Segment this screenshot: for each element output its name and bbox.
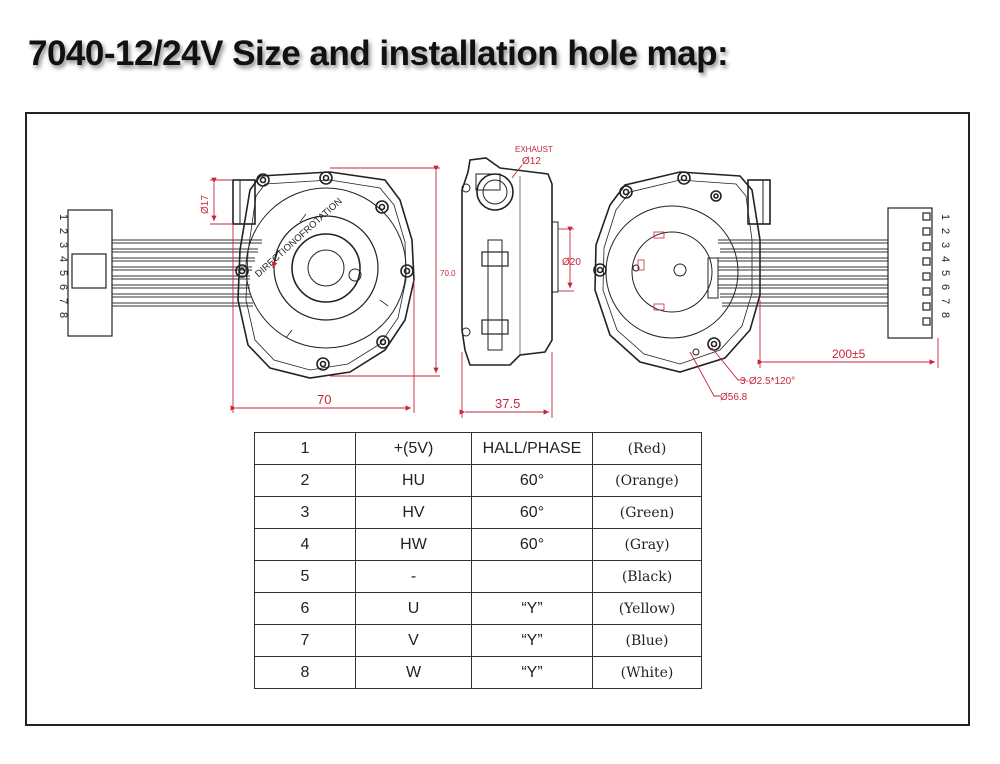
signal-cell: - xyxy=(355,560,472,593)
page-title: 7040-12/24V Size and installation hole m… xyxy=(28,34,729,73)
type-cell: “Y” xyxy=(471,592,593,625)
holes-label: 3-Ø2.5*120° xyxy=(740,376,795,387)
right-connector-pin-labels: 1 2 3 4 5 6 7 8 xyxy=(939,214,951,318)
left-pin-8: 8 xyxy=(57,312,69,318)
right-pin-3: 3 xyxy=(939,242,951,248)
signal-cell: +(5V) xyxy=(355,432,472,465)
cable-length-label: 200±5 xyxy=(832,347,866,361)
left-wires xyxy=(112,239,262,307)
table-row: 8 W “Y” (White) xyxy=(254,656,702,689)
signal-cell: HU xyxy=(355,464,472,497)
side-dimensions xyxy=(459,164,574,418)
type-cell: 60° xyxy=(471,528,593,561)
type-cell: “Y” xyxy=(471,624,593,657)
right-pin-4: 4 xyxy=(939,256,951,262)
right-pin-7: 7 xyxy=(939,298,951,304)
color-cell: (Gray) xyxy=(592,528,702,561)
table-row: 2 HU 60° (Orange) xyxy=(254,464,702,497)
width-70-label: 70 xyxy=(317,392,331,407)
table-row: 1 +(5V) HALL/PHASE (Red) xyxy=(254,432,702,465)
rotation-text: DIRECTIONOFROTATION xyxy=(253,196,345,280)
table-row: 6 U “Y” (Yellow) xyxy=(254,592,702,625)
pin-table: 1 +(5V) HALL/PHASE (Red) 2 HU 60° (Orang… xyxy=(254,432,702,689)
dia17-label: Ø17 xyxy=(200,195,211,214)
pin-number-cell: 8 xyxy=(254,656,356,689)
rear-dimensions xyxy=(689,300,939,397)
table-row: 7 V “Y” (Blue) xyxy=(254,624,702,657)
exhaust-label: EXHAUST xyxy=(515,145,553,154)
color-cell: (Yellow) xyxy=(592,592,702,625)
color-cell: (Green) xyxy=(592,496,702,529)
signal-cell: HW xyxy=(355,528,472,561)
left-pin-5: 5 xyxy=(57,270,69,276)
pin-number-cell: 1 xyxy=(254,432,356,465)
right-pin-6: 6 xyxy=(939,284,951,290)
pin-number-cell: 5 xyxy=(254,560,356,593)
pin-number-cell: 2 xyxy=(254,464,356,497)
left-pin-7: 7 xyxy=(57,298,69,304)
side-view-fan xyxy=(461,157,559,366)
table-row: 3 HV 60° (Green) xyxy=(254,496,702,529)
height-70-label: 70.0 xyxy=(440,269,456,278)
color-cell: (Blue) xyxy=(592,624,702,657)
signal-cell: W xyxy=(355,656,472,689)
table-row: 4 HW 60° (Gray) xyxy=(254,528,702,561)
dia12-label: Ø12 xyxy=(522,156,541,167)
type-cell: HALL/PHASE xyxy=(471,432,593,465)
type-cell: “Y” xyxy=(471,656,593,689)
pin-number-cell: 7 xyxy=(254,624,356,657)
rear-view-fan xyxy=(593,171,771,373)
pin-number-cell: 6 xyxy=(254,592,356,625)
right-pin-5: 5 xyxy=(939,270,951,276)
depth-375-label: 37.5 xyxy=(495,396,520,411)
left-connector-pin-labels: 1 2 3 4 5 6 7 8 xyxy=(57,214,69,318)
signal-cell: V xyxy=(355,624,472,657)
type-cell: 60° xyxy=(471,496,593,529)
pin-number-cell: 4 xyxy=(254,528,356,561)
color-cell: (Orange) xyxy=(592,464,702,497)
color-cell: (Red) xyxy=(592,432,702,465)
dia568-label: Ø56.8 xyxy=(720,392,748,403)
left-connector xyxy=(67,209,113,337)
right-pin-2: 2 xyxy=(939,228,951,234)
front-view-fan xyxy=(232,171,415,379)
dia20-label: Ø20 xyxy=(562,257,581,268)
rotation-arrow xyxy=(271,249,279,269)
pin-number-cell: 3 xyxy=(254,496,356,529)
left-pin-3: 3 xyxy=(57,242,69,248)
type-cell: 60° xyxy=(471,464,593,497)
right-connector xyxy=(887,207,933,339)
left-pin-4: 4 xyxy=(57,256,69,262)
right-wires xyxy=(718,239,888,307)
left-pin-2: 2 xyxy=(57,228,69,234)
type-cell xyxy=(471,560,593,593)
front-dimensions xyxy=(210,165,440,413)
table-row: 5 - (Black) xyxy=(254,560,702,593)
right-pin-1: 1 xyxy=(939,214,951,220)
color-cell: (Black) xyxy=(592,560,702,593)
signal-cell: U xyxy=(355,592,472,625)
color-cell: (White) xyxy=(592,656,702,689)
left-pin-1: 1 xyxy=(57,214,69,220)
right-pin-8: 8 xyxy=(939,312,951,318)
signal-cell: HV xyxy=(355,496,472,529)
drawing-frame xyxy=(25,112,970,726)
left-pin-6: 6 xyxy=(57,284,69,290)
